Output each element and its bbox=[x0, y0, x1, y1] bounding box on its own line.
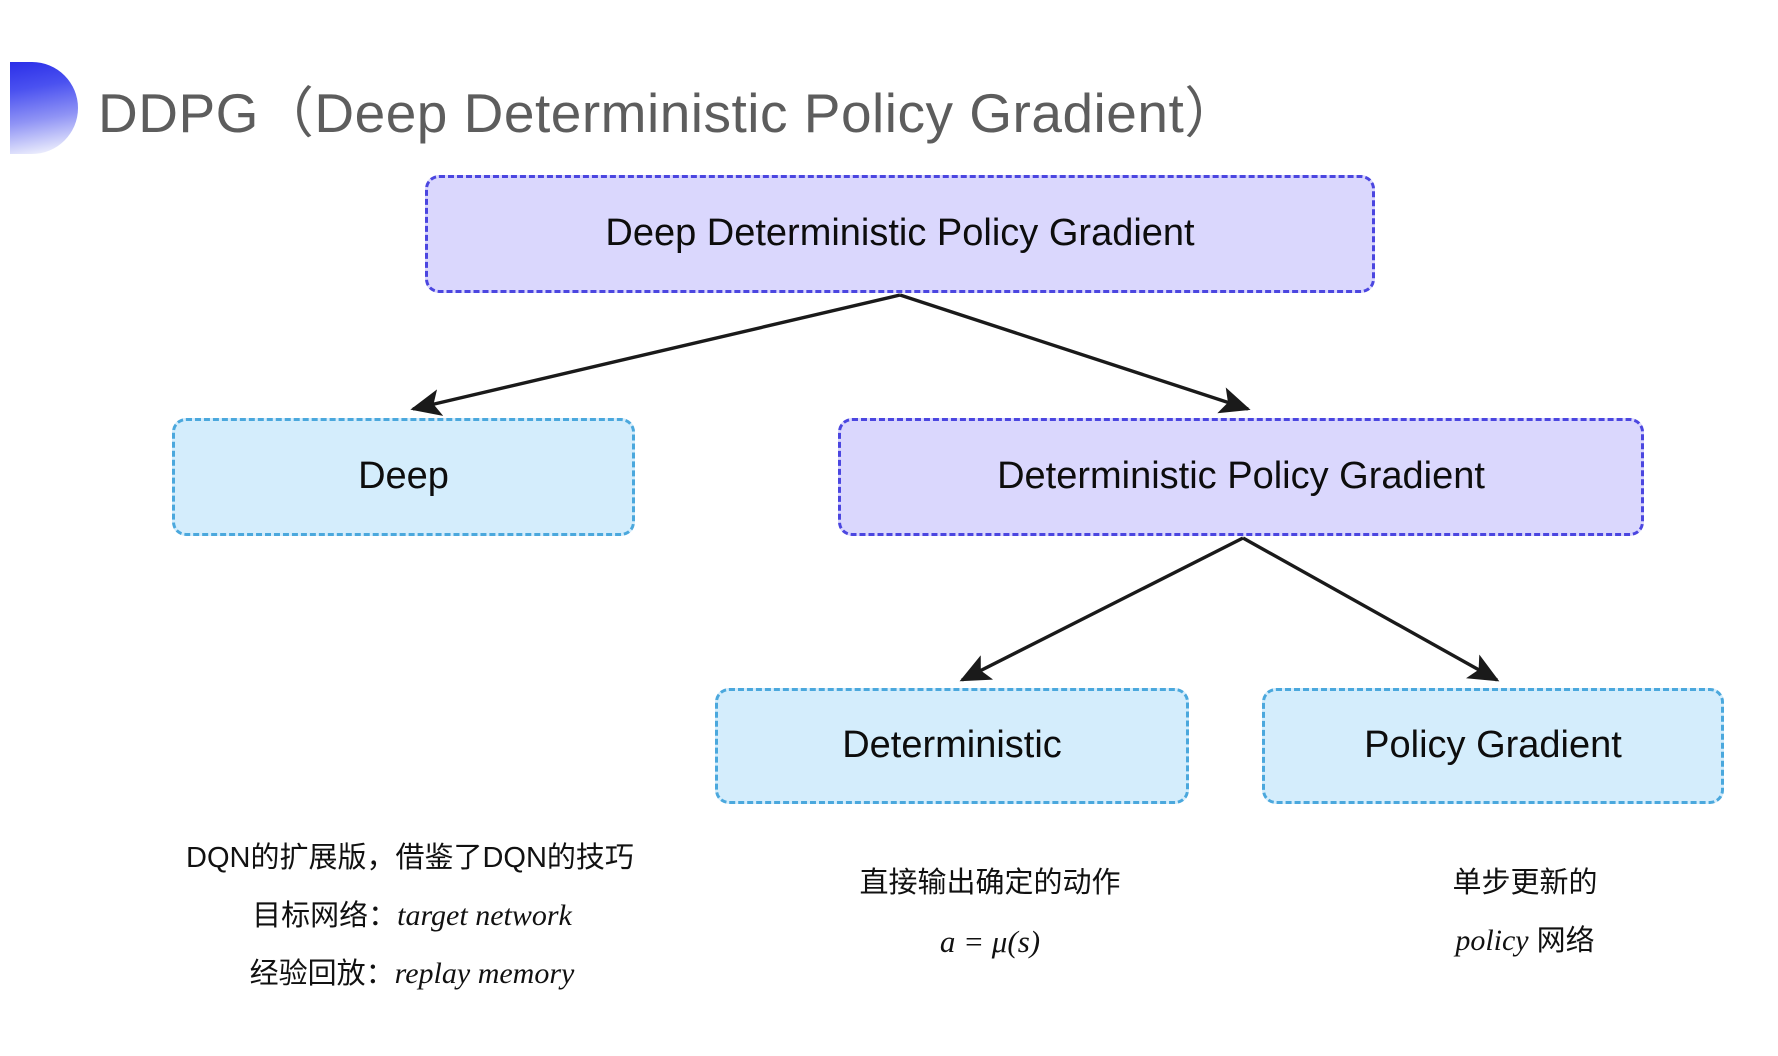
note-policy-gradient-suffix: 网络 bbox=[1528, 924, 1595, 957]
note-deterministic-formula: a = μ(s) bbox=[939, 923, 1041, 959]
note-deep-line-3-label: 经验回放： bbox=[249, 958, 395, 991]
diagram-node-root[interactable]: Deep Deterministic Policy Gradient bbox=[425, 175, 1375, 293]
edge-root-to-dpg bbox=[899, 293, 1251, 414]
note-policy-gradient: 单步更新的 policy 网络 bbox=[1375, 855, 1675, 970]
page-title: DDPG（Deep Deterministic Policy Gradient） bbox=[98, 82, 1240, 144]
note-deterministic-line-1: 直接输出确定的动作 bbox=[859, 867, 1121, 899]
half-disc-icon bbox=[10, 62, 78, 154]
diagram-node-deterministic-policy-gradient[interactable]: Deterministic Policy Gradient bbox=[838, 418, 1644, 536]
diagram-node-deep[interactable]: Deep bbox=[172, 418, 635, 536]
diagram-node-deterministic[interactable]: Deterministic bbox=[715, 688, 1189, 804]
note-deep-line-2-label: 目标网络： bbox=[252, 899, 398, 932]
note-deep-line-2-term: target network bbox=[397, 898, 572, 932]
edge-dpg-to-deterministic bbox=[959, 536, 1244, 682]
diagram-node-policy-gradient[interactable]: Policy Gradient bbox=[1262, 688, 1724, 804]
note-deep-line-3-term: replay memory bbox=[394, 957, 575, 991]
note-deep: DQN的扩展版，借鉴了DQN的技巧 目标网络：target network 经验… bbox=[150, 830, 670, 1004]
note-deterministic: 直接输出确定的动作 a = μ(s) bbox=[820, 855, 1160, 972]
edge-root-to-deep bbox=[410, 293, 901, 416]
edge-dpg-to-policy-gradient bbox=[1242, 536, 1500, 682]
note-deep-line-2: 目标网络：target network bbox=[150, 887, 670, 946]
note-policy-gradient-term: policy bbox=[1455, 923, 1529, 957]
note-deep-line-1: DQN的扩展版，借鉴了DQN的技巧 bbox=[186, 842, 634, 874]
note-deep-line-3: 经验回放：replay memory bbox=[150, 945, 670, 1004]
note-policy-gradient-line-1: 单步更新的 bbox=[1452, 867, 1598, 899]
note-policy-gradient-line-2: policy 网络 bbox=[1375, 912, 1675, 971]
